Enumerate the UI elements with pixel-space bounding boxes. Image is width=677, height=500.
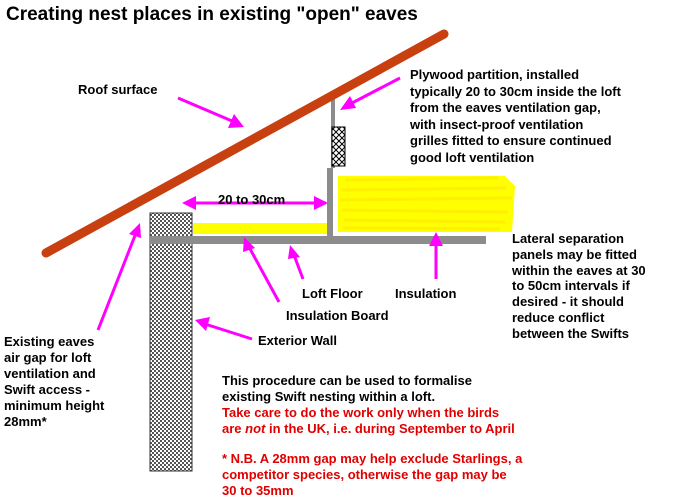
lateral-line: Lateral separation	[512, 231, 624, 246]
lateral-line: reduce conflict	[512, 309, 605, 325]
ventilation-grille	[331, 126, 346, 167]
timing-line: are not in the UK, i.e. during September…	[222, 421, 515, 436]
loft-floor-label: Loft Floor	[302, 286, 363, 301]
insulation-board-label: Insulation Board	[286, 308, 389, 323]
air-gap-line: Swift access -	[4, 382, 90, 397]
loft-floor	[150, 236, 486, 244]
insulation-mass	[338, 176, 515, 232]
emphasis-not: not	[245, 421, 266, 436]
air-gap-line: Existing eaves	[4, 334, 95, 349]
lateral-line: panels may be fitted	[512, 246, 637, 262]
procedure-line: existing Swift nesting within a loft.	[222, 389, 436, 404]
starling-note: * N.B. A 28mm gap may help exclude Starl…	[222, 451, 522, 499]
lateral-line: between the Swifts	[512, 325, 630, 341]
lateral-line: desired - it should	[512, 294, 624, 310]
plywood-line: grilles fitted to ensure continued	[410, 133, 612, 148]
plywood-line: typically 20 to 30cm inside the loft	[410, 83, 621, 99]
timing-line: Take care to do the work only when the b…	[222, 405, 500, 420]
page-title: Creating nest places in existing "open" …	[6, 4, 418, 25]
air-gap-line: minimum height	[4, 398, 105, 413]
plywood-partition-label: Plywood partition, installed typically 2…	[410, 67, 621, 166]
lateral-panels-label: Lateral separation panels may be fitted …	[512, 231, 646, 342]
insulation-label: Insulation	[395, 286, 457, 301]
lateral-line: within the eaves at 30	[512, 262, 646, 278]
roof-surface-label: Roof surface	[78, 82, 158, 97]
plywood-line: Plywood partition, installed	[410, 67, 580, 82]
starling-line: 30 to 35mm	[222, 483, 294, 498]
exterior-wall-label: Exterior Wall	[258, 333, 337, 348]
insulation-board	[193, 223, 327, 234]
air-gap-label: Existing eaves air gap for loft ventilat…	[4, 334, 104, 430]
procedure-note: This procedure can be used to formalise …	[222, 373, 472, 405]
air-gap-line: air gap for loft	[4, 350, 92, 365]
pointer-arrows	[96, 76, 443, 341]
exterior-wall	[149, 212, 193, 472]
timing-warning: Take care to do the work only when the b…	[222, 405, 515, 437]
plywood-line: from the eaves ventilation gap,	[410, 100, 601, 115]
air-gap-line: ventilation and	[4, 366, 96, 381]
procedure-line: This procedure can be used to formalise	[222, 373, 472, 388]
plywood-line: with insect-proof ventilation	[410, 116, 584, 132]
air-gap-line: 28mm*	[4, 414, 47, 429]
starling-line: * N.B. A 28mm gap may help exclude Starl…	[222, 451, 523, 466]
gap-dimension-label: 20 to 30cm	[218, 192, 286, 207]
starling-line: competitor species, otherwise the gap ma…	[222, 467, 507, 482]
plywood-partition	[327, 168, 333, 236]
lateral-line: to 50cm intervals if	[512, 278, 630, 294]
plywood-line: good loft ventilation	[410, 149, 535, 165]
roof-surface	[41, 29, 449, 258]
